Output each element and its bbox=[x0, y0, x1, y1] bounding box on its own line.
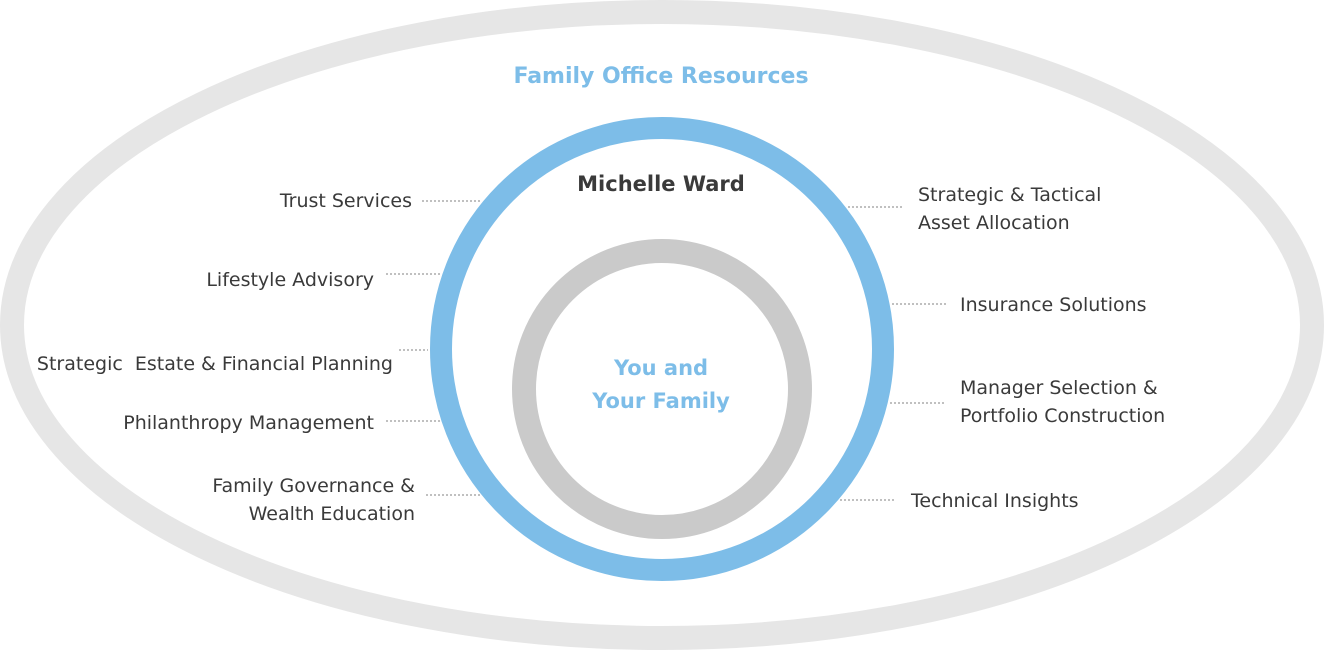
service-governance-line1: Family Governance & bbox=[212, 475, 415, 497]
advisor-name: Michelle Ward bbox=[577, 172, 745, 196]
family-ring bbox=[512, 239, 812, 539]
service-allocation-line1: Strategic & Tactical bbox=[918, 184, 1101, 206]
advisor-ring bbox=[430, 117, 894, 581]
service-manager-line2: Portfolio Construction bbox=[960, 405, 1165, 427]
center-label-line1: You and bbox=[613, 356, 708, 380]
center-label-line2: Your Family bbox=[591, 389, 730, 413]
service-philanthropy: Philanthropy Management bbox=[123, 412, 374, 434]
service-governance-line2: Wealth Education bbox=[249, 503, 415, 525]
service-insurance-solutions: Insurance Solutions bbox=[960, 294, 1147, 316]
service-allocation-line2: Asset Allocation bbox=[918, 212, 1070, 234]
service-trust-services: Trust Services bbox=[279, 190, 412, 212]
service-lifestyle-advisory: Lifestyle Advisory bbox=[206, 269, 374, 291]
service-manager-line1: Manager Selection & bbox=[960, 377, 1158, 399]
service-technical-insights: Technical Insights bbox=[910, 490, 1079, 512]
outer-title: Family Office Resources bbox=[513, 64, 808, 89]
service-estate-planning: Strategic Estate & Financial Planning bbox=[37, 353, 393, 375]
